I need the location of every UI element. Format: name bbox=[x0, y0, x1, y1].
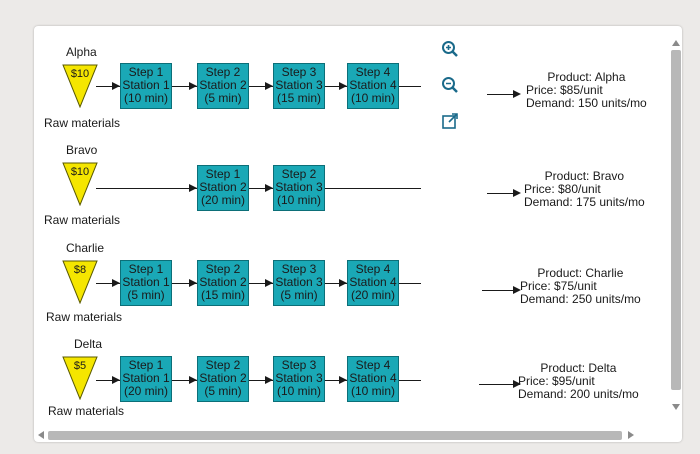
horizontal-scroll-thumb[interactable] bbox=[48, 431, 622, 440]
product-name: Charlie bbox=[66, 241, 105, 255]
product-name: Alpha bbox=[66, 45, 97, 59]
raw-cost-label: $10 bbox=[70, 68, 90, 80]
flow-arrow bbox=[513, 90, 521, 98]
horizontal-scrollbar[interactable] bbox=[34, 428, 682, 442]
flow-line bbox=[325, 188, 421, 189]
product-name: Bravo bbox=[66, 143, 98, 157]
flow-line bbox=[325, 86, 347, 87]
flow-arrow bbox=[189, 279, 197, 287]
flow-arrow bbox=[112, 279, 120, 287]
flow-line bbox=[249, 86, 273, 87]
flow-line bbox=[96, 283, 120, 284]
flow-line bbox=[487, 94, 517, 95]
raw-material-triangle bbox=[62, 162, 98, 206]
flow-line bbox=[96, 86, 120, 87]
raw-material-triangle bbox=[62, 260, 98, 304]
flow-line bbox=[325, 283, 347, 284]
raw-cost-label: $5 bbox=[73, 360, 87, 372]
scroll-up-arrow-icon[interactable] bbox=[672, 40, 680, 46]
flow-line bbox=[249, 283, 273, 284]
flow-arrow bbox=[339, 279, 347, 287]
flow-arrow bbox=[513, 286, 521, 294]
flow-arrow bbox=[112, 376, 120, 384]
raw-materials-label: Raw materials bbox=[44, 116, 121, 130]
flow-arrow bbox=[189, 82, 197, 90]
scroll-down-arrow-icon[interactable] bbox=[672, 404, 680, 410]
flow-arrow bbox=[265, 184, 273, 192]
flow-line bbox=[399, 86, 421, 87]
raw-materials-label: Raw materials bbox=[44, 213, 121, 227]
flow-line bbox=[172, 283, 197, 284]
flow-line bbox=[96, 380, 120, 381]
raw-cost-label: $10 bbox=[70, 166, 90, 178]
flow-line bbox=[172, 86, 197, 87]
flow-line bbox=[487, 193, 517, 194]
flow-line bbox=[249, 188, 273, 189]
raw-materials-label: Raw materials bbox=[48, 404, 125, 418]
flow-line bbox=[249, 380, 273, 381]
flow-line bbox=[325, 380, 347, 381]
product-info: Product: Bravo Price: $80/unit Demand: 1… bbox=[524, 169, 645, 209]
flow-arrow bbox=[265, 82, 273, 90]
flow-line bbox=[399, 283, 421, 284]
vertical-scroll-thumb[interactable] bbox=[671, 50, 681, 390]
flow-arrow bbox=[513, 189, 521, 197]
flow-line bbox=[479, 384, 517, 385]
raw-materials-label: Raw materials bbox=[46, 310, 123, 324]
flow-line bbox=[482, 290, 517, 291]
flow-arrow bbox=[339, 376, 347, 384]
raw-material-triangle bbox=[62, 356, 98, 400]
flow-arrow bbox=[189, 184, 197, 192]
raw-material-triangle bbox=[62, 64, 98, 108]
flow-line bbox=[172, 380, 197, 381]
flow-arrow bbox=[339, 82, 347, 90]
product-info: Product: Charlie Price: $75/unit Demand:… bbox=[520, 266, 641, 306]
flow-arrow bbox=[112, 82, 120, 90]
flow-arrow bbox=[189, 376, 197, 384]
popout-icon[interactable] bbox=[441, 112, 459, 130]
vertical-scrollbar[interactable] bbox=[670, 40, 682, 412]
raw-cost-label: $8 bbox=[73, 264, 87, 276]
flow-arrow bbox=[265, 279, 273, 287]
product-name: Delta bbox=[74, 337, 103, 351]
product-info: Product: Delta Price: $95/unit Demand: 2… bbox=[518, 361, 639, 401]
scroll-left-arrow-icon[interactable] bbox=[38, 431, 44, 439]
product-info: Product: Alpha Price: $85/unit Demand: 1… bbox=[526, 70, 647, 110]
scroll-right-arrow-icon[interactable] bbox=[628, 431, 634, 439]
flow-arrow bbox=[265, 376, 273, 384]
zoom-out-icon[interactable] bbox=[441, 76, 459, 94]
flow-arrow bbox=[513, 380, 521, 388]
flow-line bbox=[399, 380, 421, 381]
zoom-in-icon[interactable] bbox=[441, 40, 459, 58]
flow-line bbox=[96, 188, 197, 189]
